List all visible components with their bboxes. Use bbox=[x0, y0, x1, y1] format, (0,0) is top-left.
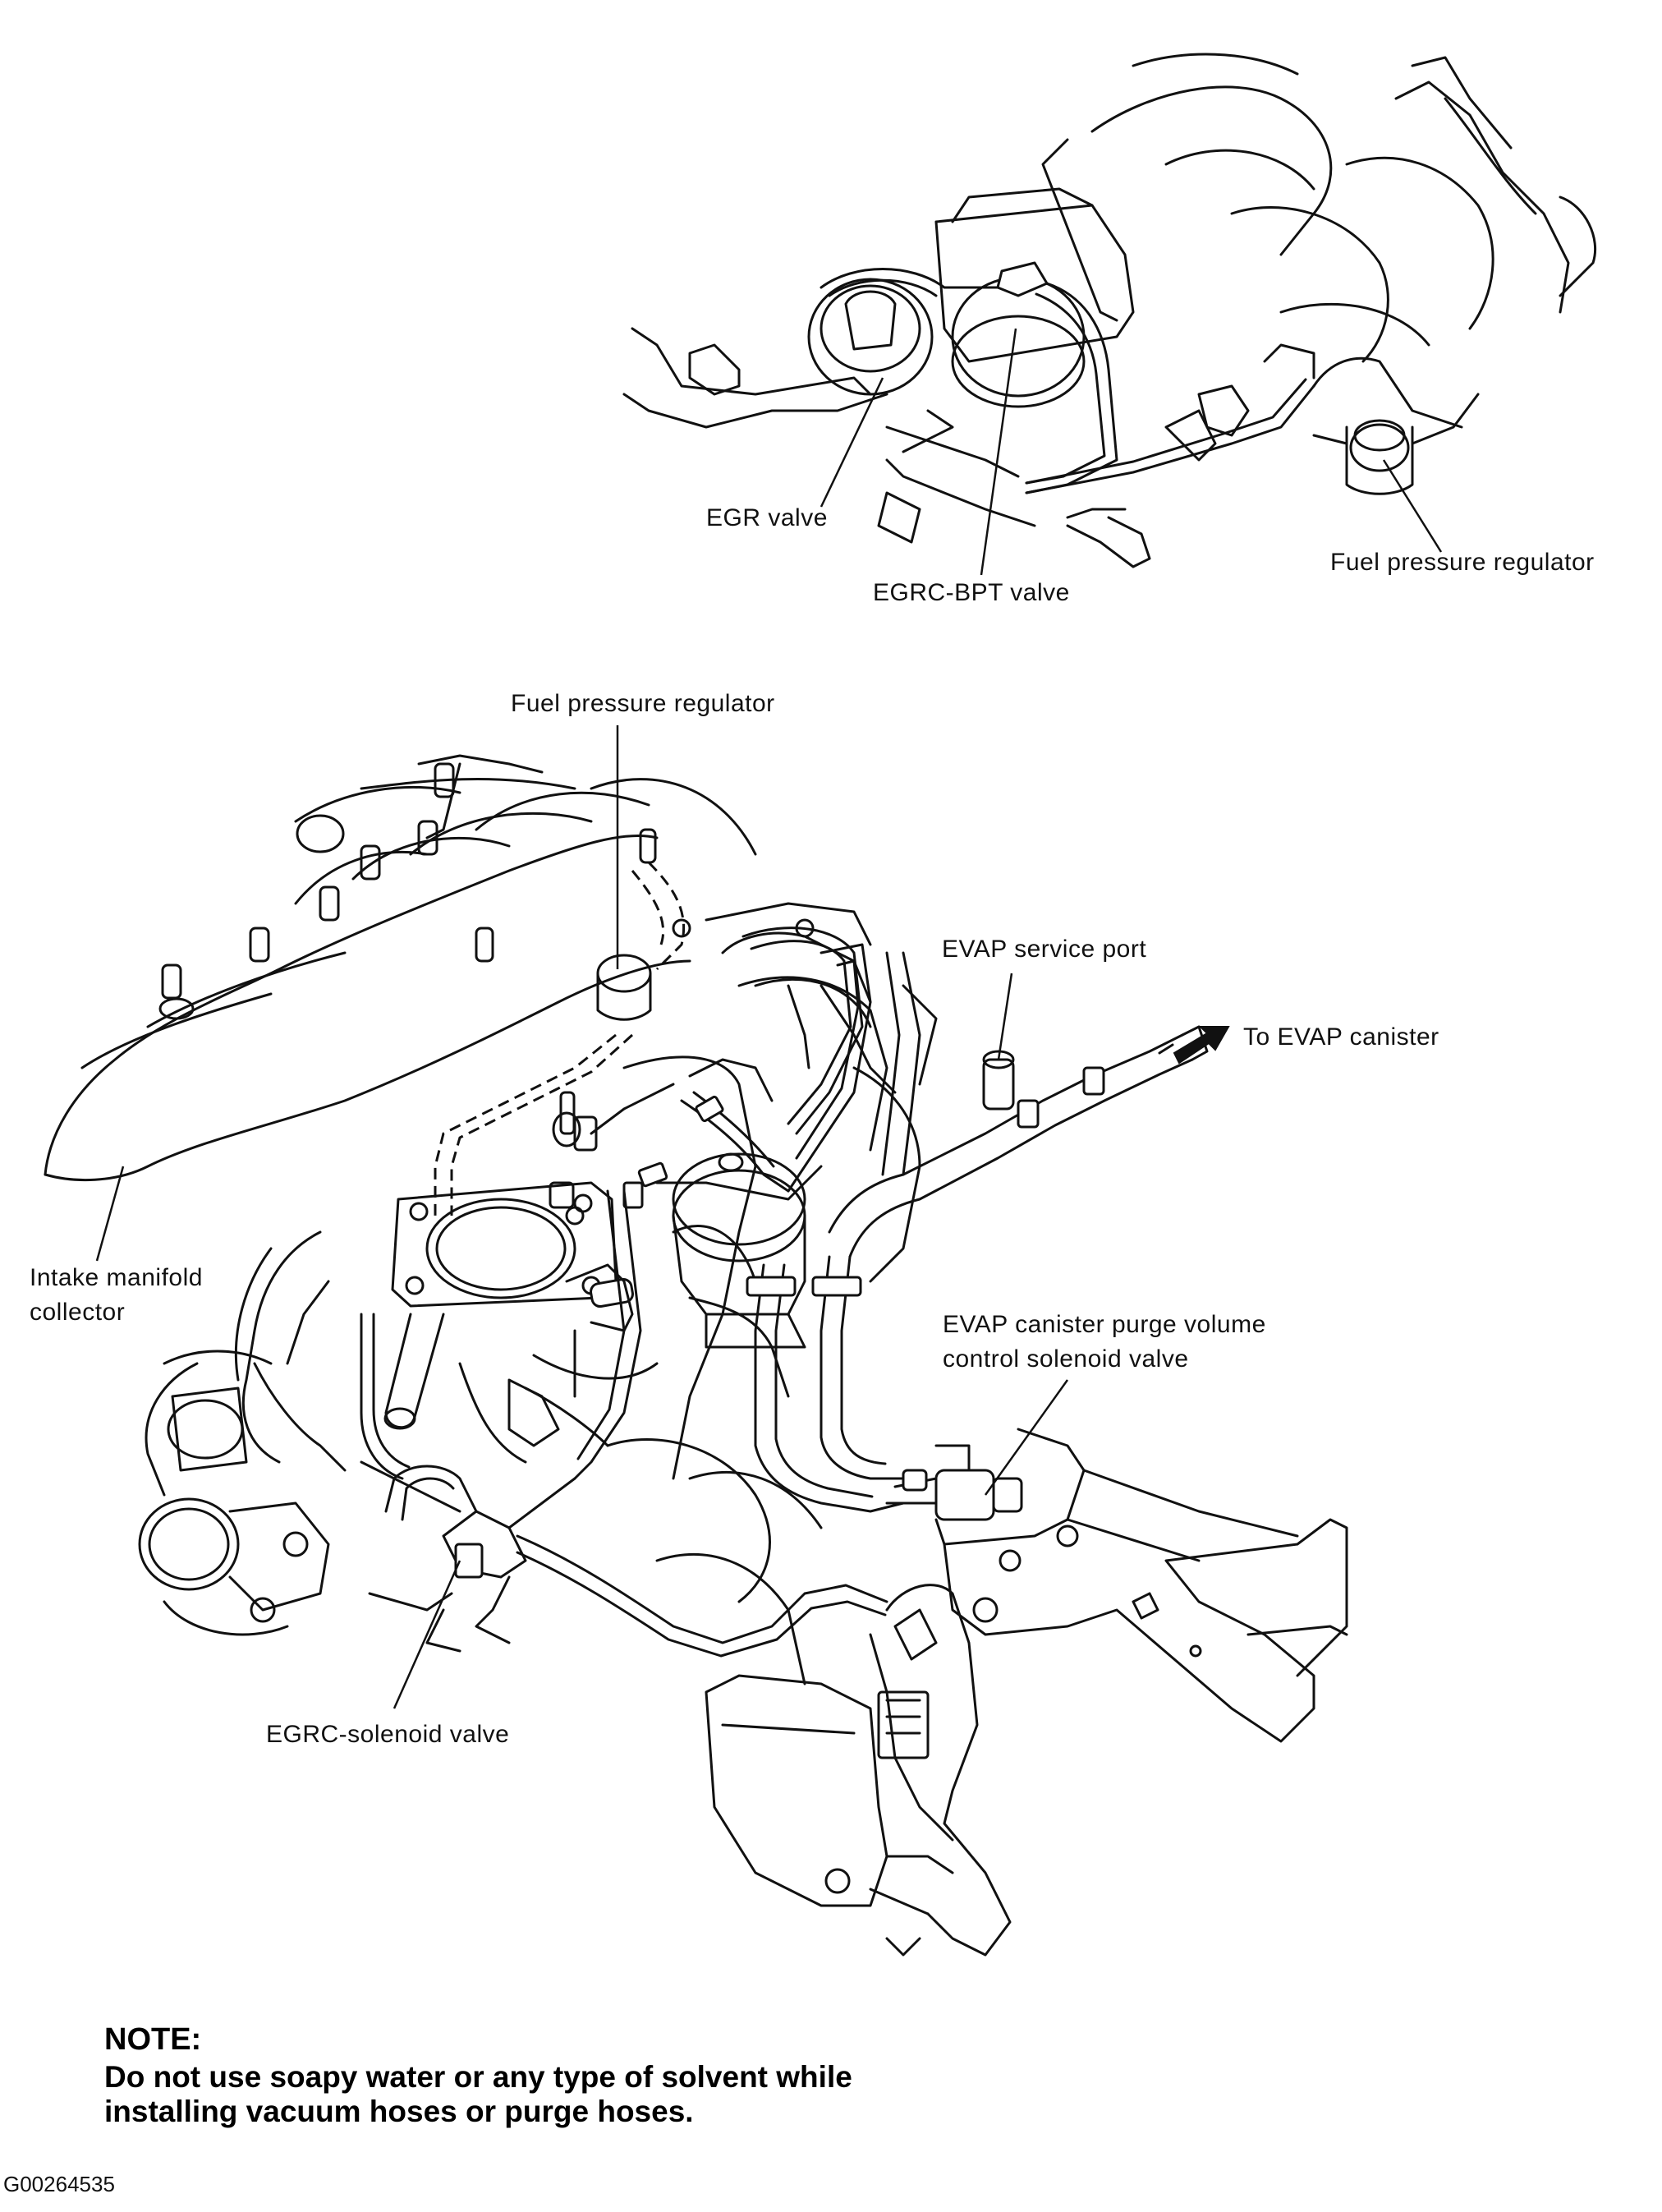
label-egrc-solenoid-valve: EGRC-solenoid valve bbox=[266, 1721, 510, 1748]
label-egrc-bpt-valve: EGRC-BPT valve bbox=[873, 579, 1070, 606]
label-egr-valve: EGR valve bbox=[706, 504, 828, 531]
label-fuel-pressure-regulator-top: Fuel pressure regulator bbox=[1330, 549, 1595, 576]
upper-engine-detail bbox=[622, 53, 1597, 576]
label-to-evap-canister: To EVAP canister bbox=[1243, 1023, 1439, 1051]
label-fuel-pressure-regulator-main: Fuel pressure regulator bbox=[511, 690, 775, 717]
label-intake-manifold-collector: Intake manifold collector bbox=[30, 1264, 203, 1326]
main-engine-detail bbox=[44, 725, 1348, 1957]
figure-id: G00264535 bbox=[3, 2172, 115, 2196]
label-evap-service-port: EVAP service port bbox=[942, 936, 1147, 963]
label-evap-purge-solenoid: EVAP canister purge volume control solen… bbox=[943, 1311, 1266, 1373]
note-title: NOTE: bbox=[104, 2022, 202, 2057]
note-body: Do not use soapy water or any type of so… bbox=[104, 2060, 852, 2128]
